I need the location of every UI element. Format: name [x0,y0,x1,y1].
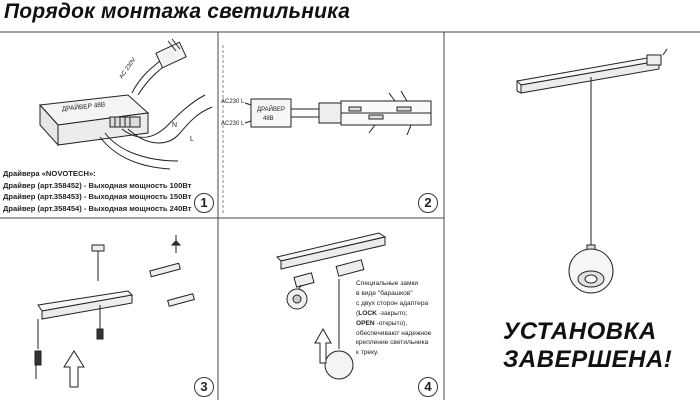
n-label: N [172,122,177,129]
lock-text: -закрыто; [376,309,408,317]
panel-2-drawing: AC230 L AC230 L ДРАЙВЕР 48В [221,45,432,213]
open-label: OPEN [356,319,375,327]
driver-label-1: ДРАЙВЕР [257,105,285,113]
spec-line: Драйвер (арт.358452) - Выходная мощность… [3,180,192,190]
driver-label-2: 48В [263,116,274,122]
l-label: L [190,136,194,143]
lock-text-line: к треку. [356,349,379,357]
step-number: 1 [194,193,214,213]
spec-line: Драйвер (арт.358454) - Выходная мощность… [3,203,192,213]
step-number: 2 [418,193,438,213]
panel-1-drawing: ДРАЙВЕР 48В AC 230V N L [38,38,213,170]
lock-description: Специальные замки в виде "барашков" с дв… [356,279,431,358]
lock-text-line: с двух сторон адаптера [356,299,429,307]
panel-3-drawing [34,235,195,388]
step-number: 3 [194,377,214,397]
ac-n-label: AC230 L [221,121,245,127]
lock-text-line: крепление светильника [356,339,429,347]
lock-text-line: (LOCK -закрыто; [356,309,408,317]
done-line-1: УСТАНОВКА [503,318,657,345]
driver-box [250,98,292,128]
screw-icon [34,350,42,366]
panel-5-drawing [515,48,668,294]
open-text: -открыто), [374,319,408,327]
driver-spec-list: Драйвера «NOVOTECH»: Драйвер (арт.358452… [3,168,191,214]
lock-label: LOCK [358,309,377,317]
lock-text-line: обеспечивают надежное [356,329,432,337]
lock-text-line: Специальные замки [356,280,419,287]
spec-line: Драйвера «NOVOTECH»: [3,169,96,178]
installation-complete: УСТАНОВКА ЗАВЕРШЕНА! [503,318,672,374]
panel-4-drawing [276,232,387,380]
done-line-2: ЗАВЕРШЕНА! [503,346,673,373]
ac-label: AC 230V [119,57,138,80]
step-number: 4 [418,377,438,397]
ac-l-label: AC230 L [221,99,245,105]
lock-text-line: OPEN -открыто), [356,319,431,329]
spec-line: Драйвер (арт.358453) - Выходная мощность… [3,192,192,202]
lock-text-line: в виде "барашков" [356,289,413,297]
page-title: Порядок монтажа светильника [4,0,351,23]
